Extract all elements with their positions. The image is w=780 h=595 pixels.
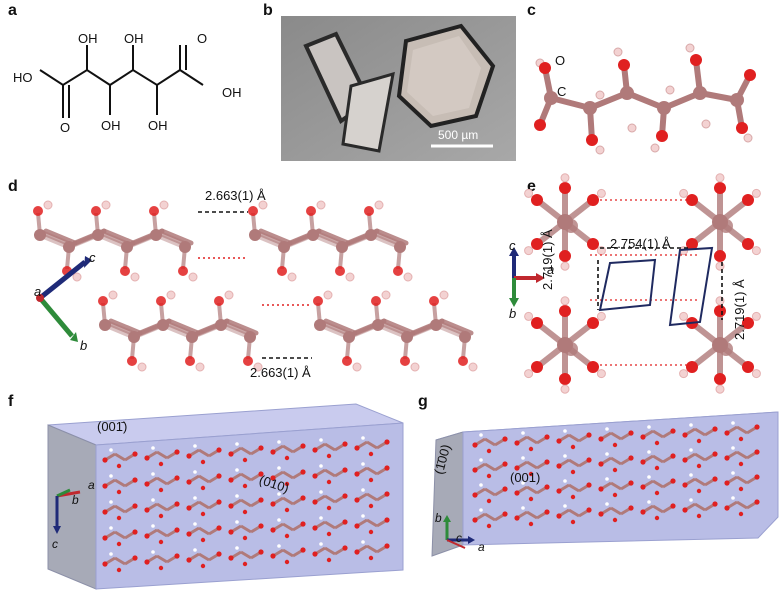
panel-letter-c: c [527,2,536,19]
axis-label-f-b: b [72,493,79,507]
formula-label-oh-3: OH [222,85,242,100]
formula-label-o-1: O [60,120,71,135]
panel-letter-e: e [527,178,536,195]
distance-label-d-top: 2.663(1) Å [205,188,266,203]
formula-label-oh-5: OH [148,118,168,133]
axis-label-d-a: a [34,284,42,299]
panel-letter-d: d [8,178,18,195]
molecule-ball-stick [534,43,756,155]
axis-label-e-c: c [509,238,516,253]
axis-label-f-c: c [52,537,58,551]
formula-label-o-2: O [197,31,208,46]
formula-label-ho: HO [13,70,33,85]
structural-formula [39,45,204,118]
panel-letter-g: g [418,393,428,410]
axis-label-g-b: b [435,511,442,525]
crystal-photograph [281,16,516,161]
formula-label-oh-4: OH [101,118,121,133]
atom-label-carbon: C [557,84,567,99]
axis-label-f-a: a [88,478,95,492]
panel-letter-f: f [8,393,14,410]
formula-label-oh-1: OH [78,31,98,46]
scale-bar-label: 500 µm [438,128,479,142]
atom-label-oxygen: O [555,53,566,68]
axis-label-d-b: b [80,338,88,353]
axis-label-d-c: c [89,250,96,265]
distance-label-e-top: 2.754(1) Å [610,236,671,251]
axis-label-g-c: c [456,531,462,545]
axis-label-g-a: a [478,540,485,554]
axis-label-e-a: a [547,262,555,277]
distance-label-d-bottom: 2.663(1) Å [250,365,311,380]
panel-letter-b: b [263,2,273,19]
formula-label-oh-2: OH [124,31,144,46]
axis-label-e-b: b [509,306,517,321]
facet-label-g-front: (001) [510,470,541,485]
facet-label-f-top: (001̄) [97,419,128,434]
panel-letter-a: a [8,2,17,19]
